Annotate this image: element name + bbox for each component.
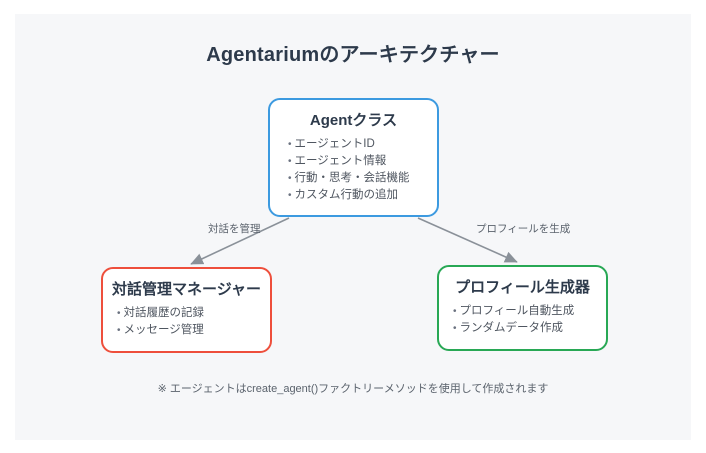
node-agent-class-items: エージェントID エージェント情報 行動・思考・会話機能 カスタム行動の追加 [270,136,437,204]
list-item: カスタム行動の追加 [288,187,437,204]
list-item: エージェントID [288,136,437,153]
node-profile-generator-title: プロフィール生成器 [455,279,590,296]
node-conversation-manager-items: 対話履歴の記録 メッセージ管理 [103,305,270,339]
list-item: ランダムデータ作成 [453,320,606,337]
node-profile-generator-items: プロフィール自動生成 ランダムデータ作成 [439,303,606,337]
edge-label-profile: プロフィールを生成 [476,223,571,235]
list-item: 対話履歴の記録 [117,305,270,322]
node-profile-generator[interactable]: プロフィール生成器 プロフィール自動生成 ランダムデータ作成 [437,265,608,351]
node-agent-class[interactable]: Agentクラス エージェントID エージェント情報 行動・思考・会話機能 カス… [268,98,439,217]
list-item: プロフィール自動生成 [453,303,606,320]
list-item: 行動・思考・会話機能 [288,170,437,187]
page-title: Agentariumのアーキテクチャー [206,44,500,66]
list-item: エージェント情報 [288,153,437,170]
node-agent-class-title: Agentクラス [309,112,398,129]
diagram-canvas: Agentariumのアーキテクチャー 対話を管理 プロフィールを生成 Agen… [15,14,691,440]
node-conversation-manager[interactable]: 対話管理マネージャー 対話履歴の記録 メッセージ管理 [101,267,272,353]
edge-layer [190,217,518,265]
edge-agent-to-conversation [190,217,290,265]
node-conversation-manager-title: 対話管理マネージャー [112,281,261,298]
list-item: メッセージ管理 [117,322,270,339]
edge-label-conversation: 対話を管理 [208,223,261,235]
diagram-footnote: ※ エージェントはcreate_agent()ファクトリーメソッドを使用して作成… [157,383,549,395]
edge-agent-to-profile [417,217,518,263]
